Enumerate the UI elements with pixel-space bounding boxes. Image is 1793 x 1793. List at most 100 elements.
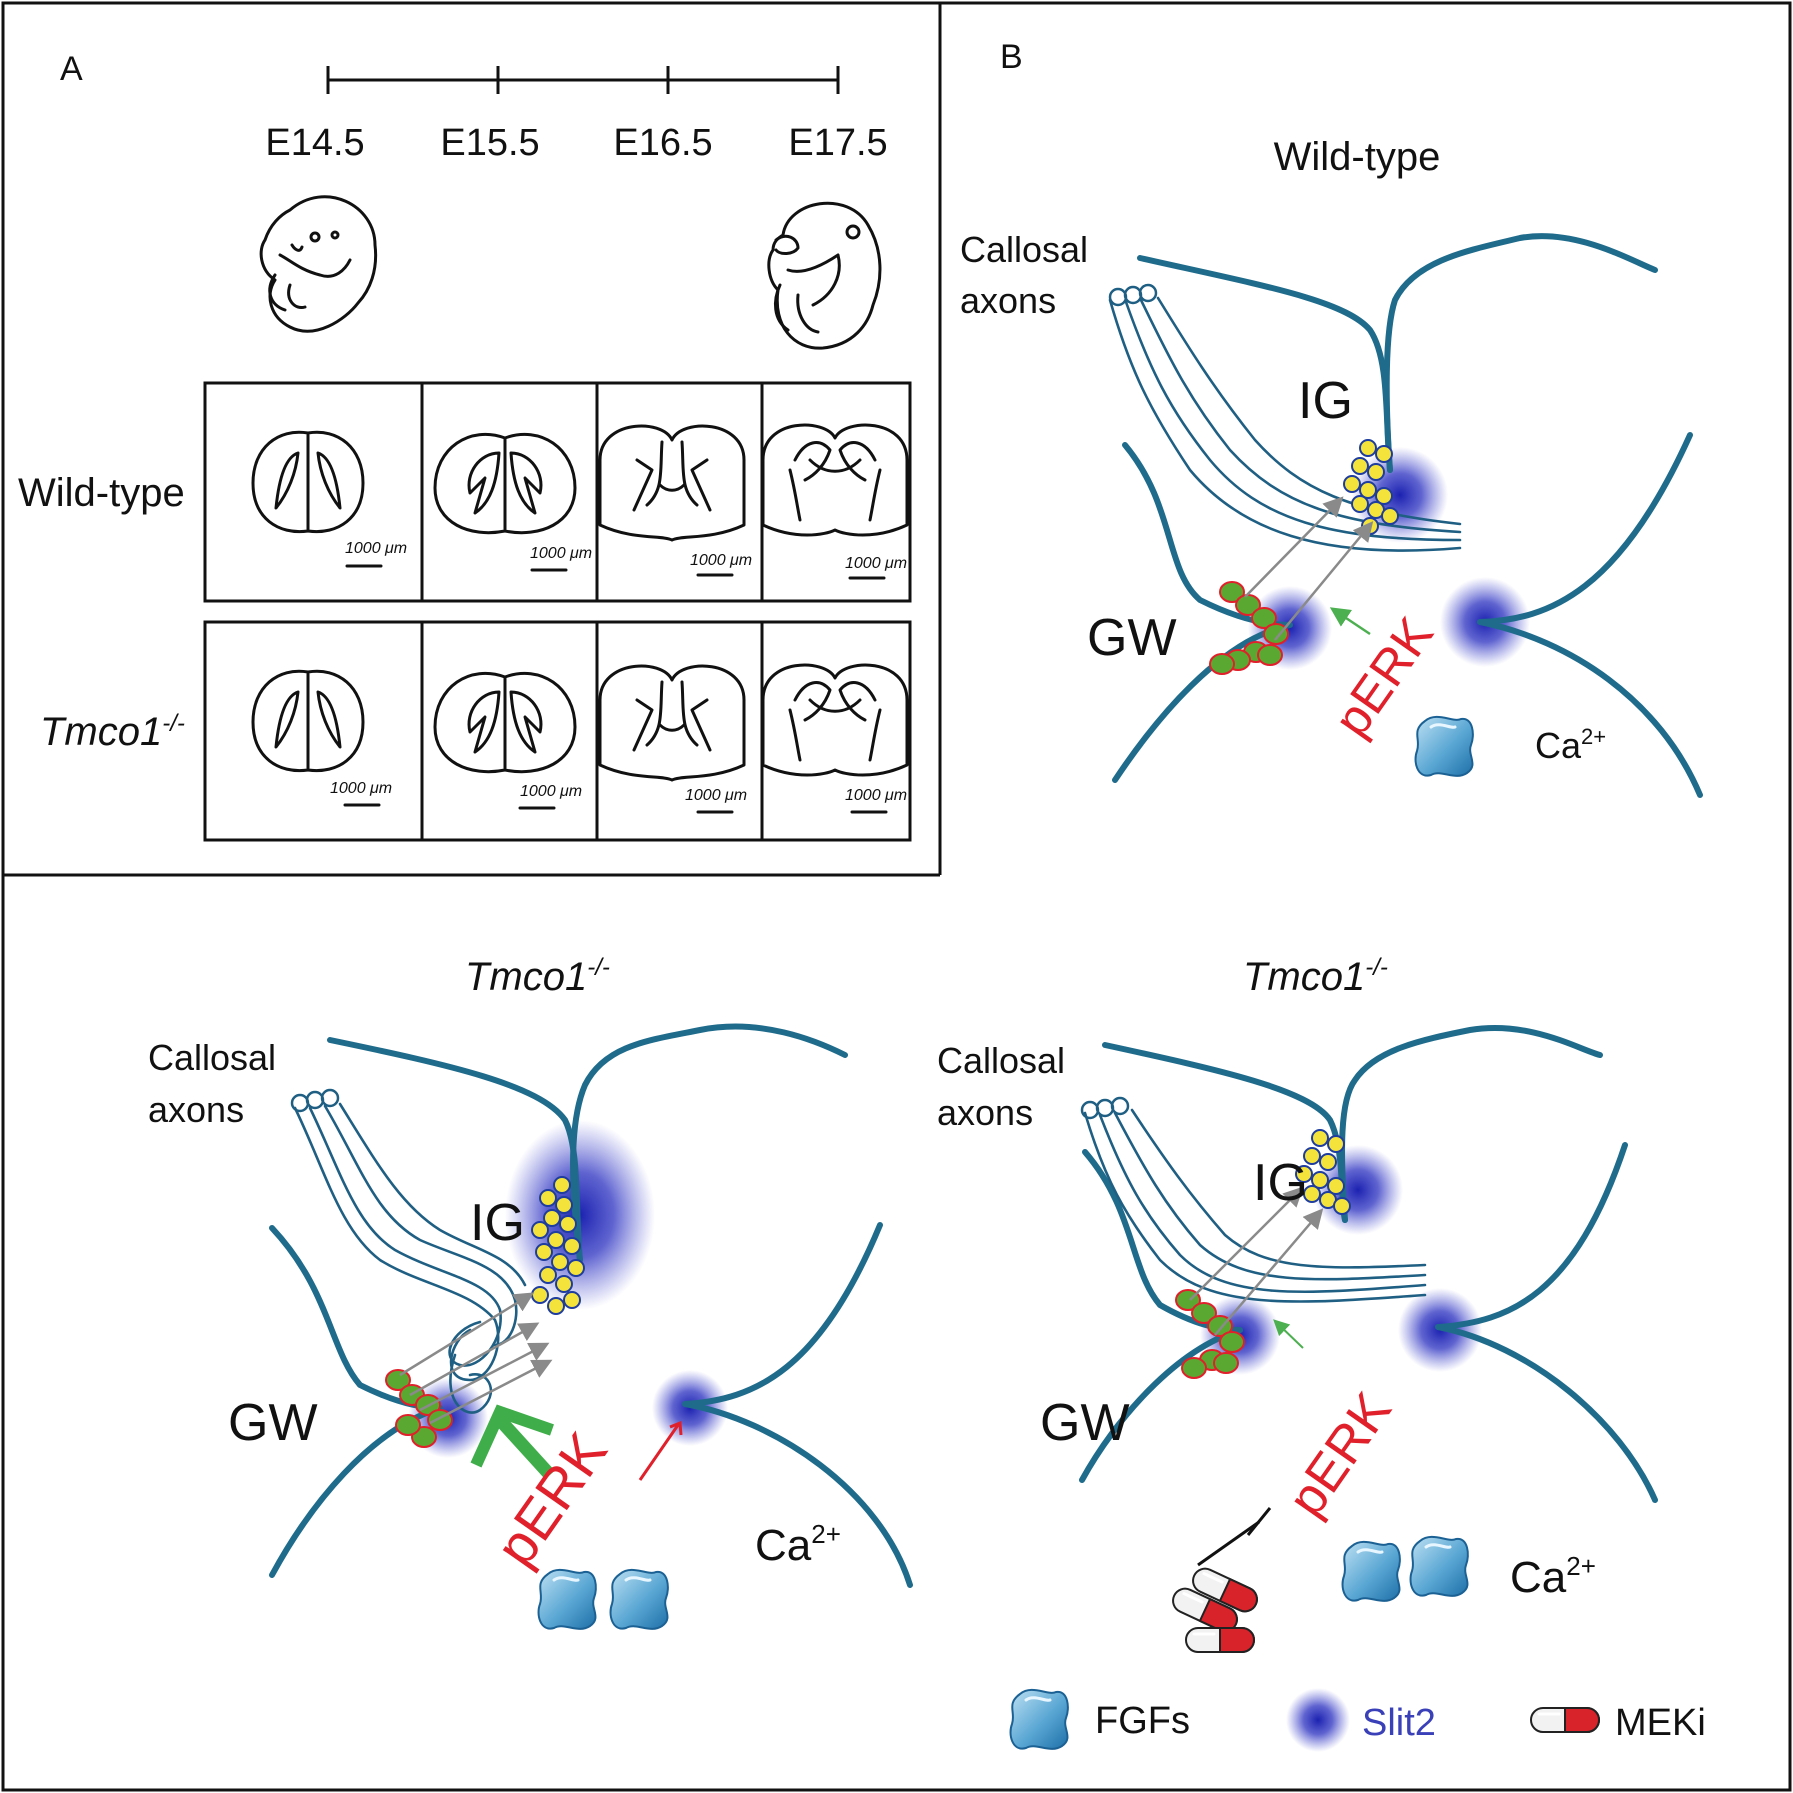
ko-section-e16	[598, 664, 746, 782]
ko-left-migration-arrow-1	[399, 1292, 535, 1377]
ko-right-perk-arrow	[1273, 1319, 1304, 1349]
legend-slit2-icon	[1286, 1688, 1350, 1752]
wildtype-title: Wild-type	[1274, 135, 1441, 179]
ko-right-meki-capsules-icon	[1167, 1563, 1263, 1654]
ko-right-migration-arrow-2	[1214, 1208, 1324, 1336]
scale-text-wt-4: 1000 μm	[845, 555, 907, 572]
ko-left-gw-text: GW	[228, 1394, 318, 1452]
ko-row-frame	[203, 620, 912, 842]
ko-left-title-main: Tmco1	[465, 955, 587, 999]
row-label-ko-sup: -/-	[162, 710, 185, 737]
ko-right-fgf-icon-2	[1409, 1535, 1470, 1598]
scale-text-wt-1: 1000 μm	[345, 540, 407, 557]
ko-left-axon-bundle	[290, 1088, 527, 1414]
ko-left-ig-text: IG	[470, 1194, 525, 1252]
ko-right-ca-sup: 2+	[1566, 1551, 1596, 1581]
wt-callosal-label: Callosal	[960, 229, 1088, 270]
ko-left-perk-text: pERK	[483, 1421, 619, 1577]
embryo-e17-icon	[767, 201, 882, 350]
wt-migration-arrow-2	[1274, 521, 1374, 641]
schematic-ko-right: Tmco1-/- Callosal axons	[937, 954, 1658, 1654]
ko-right-fgf-icon-1	[1341, 1540, 1402, 1603]
panel-b-label: B	[1000, 38, 1023, 76]
ko-right-ca-main: Ca	[1510, 1553, 1567, 1602]
wt-section-e17	[761, 423, 909, 537]
wt-ig-text: IG	[1298, 372, 1353, 430]
wt-migration-arrow-1	[1244, 496, 1344, 598]
scale-text-wt-3: 1000 μm	[690, 552, 752, 569]
ko-right-inhibit-bar	[1246, 1507, 1272, 1536]
ko-left-fgf-icon-2	[609, 1568, 670, 1631]
wt-ca-main: Ca	[1535, 725, 1582, 766]
ko-right-slit2-glow-ig	[1313, 1145, 1403, 1235]
ko-left-midline-right	[570, 1023, 848, 1263]
stage-label-e15: E15.5	[440, 122, 539, 164]
ko-left-perk-up-arrow	[638, 1420, 683, 1481]
ko-left-callosal-label: Callosal	[148, 1037, 276, 1078]
ko-left-title: Tmco1-/-	[465, 954, 610, 999]
ko-left-migration-arrow-4	[429, 1359, 553, 1425]
ko-left-fgf-icon-1	[537, 1568, 598, 1631]
ko-scalebars: 1000 μm 1000 μm 1000 μm 1000 μm	[330, 780, 907, 814]
ko-right-perk-text: pERK	[1277, 1382, 1403, 1527]
ko-right-ca-text: Ca2+	[1510, 1551, 1596, 1602]
ko-right-title: Tmco1-/-	[1243, 954, 1388, 999]
ko-right-inhibit-line	[1197, 1520, 1260, 1567]
wt-fgf-icon	[1414, 715, 1475, 778]
row-label-ko: Tmco1-/-	[40, 710, 185, 754]
ko-right-axons-label: axons	[937, 1092, 1033, 1133]
wt-midline-right	[1383, 233, 1658, 473]
panel-a-label: A	[60, 50, 83, 88]
legend-slit2-label: Slit2	[1362, 1702, 1436, 1744]
ko-right-title-main: Tmco1	[1243, 955, 1365, 999]
wt-section-e15	[433, 432, 577, 535]
ko-left-perk-arrow-shaft	[495, 1415, 555, 1480]
ko-section-e17	[761, 663, 909, 777]
stage-label-e14: E14.5	[265, 122, 364, 164]
wt-gw-right	[1477, 432, 1703, 798]
wt-midline-left	[1137, 255, 1393, 473]
scale-text-ko-4: 1000 μm	[845, 787, 907, 804]
wt-section-e14	[251, 430, 365, 534]
ko-right-gw-right	[1435, 1142, 1658, 1503]
row-label-wildtype: Wild-type	[18, 471, 185, 515]
ko-left-migration-arrow-2	[409, 1322, 540, 1397]
scale-text-ko-1: 1000 μm	[330, 780, 392, 797]
ko-left-perk-arrow-head	[470, 1404, 554, 1468]
stage-label-e17: E17.5	[788, 122, 887, 164]
ko-right-migration-arrow-1	[1189, 1186, 1304, 1301]
row-label-ko-main: Tmco1	[40, 710, 162, 754]
ko-left-migration-arrow-3	[419, 1342, 550, 1412]
stage-label-e16: E16.5	[613, 122, 712, 164]
legend-meki-label: MEKi	[1615, 1702, 1706, 1744]
section-grid: Wild-type Tmco1-/- 1000 μm 1000 μm 1000 …	[18, 381, 912, 842]
panel-a: A E14.5 E15.5 E16.5 E17.5	[18, 50, 912, 842]
wt-ca-text: Ca2+	[1535, 724, 1606, 766]
ko-left-slit2-glow-right	[652, 1370, 728, 1446]
scale-text-wt-2: 1000 μm	[530, 545, 592, 562]
ko-right-axon-bundle	[1080, 1096, 1427, 1303]
ko-left-ca-main: Ca	[755, 1521, 812, 1570]
wt-section-e16	[598, 424, 746, 542]
panel-a-frame	[3, 3, 942, 877]
embryo-e14-icon	[259, 195, 378, 333]
ko-left-ca-sup: 2+	[811, 1519, 841, 1549]
legend-meki-icon	[1529, 1706, 1601, 1734]
legend-fgfs-label: FGFs	[1095, 1700, 1190, 1742]
wt-scalebars: 1000 μm 1000 μm 1000 μm 1000 μm	[345, 540, 907, 580]
ko-right-midline-right	[1339, 1025, 1603, 1223]
ko-right-title-sup: -/-	[1365, 954, 1388, 981]
ko-left-title-sup: -/-	[587, 954, 610, 981]
legend: FGFs Slit2 MEKi	[1009, 1688, 1706, 1752]
ko-section-e14	[251, 669, 365, 773]
ko-left-gw-right	[682, 1222, 913, 1588]
wt-axons-label: axons	[960, 280, 1056, 321]
schematic-ko-left: Tmco1-/- Callosal axons	[148, 954, 913, 1631]
wt-gw-text: GW	[1087, 609, 1177, 667]
wildtype-row-frame	[203, 381, 912, 603]
wt-ca-sup: 2+	[1581, 724, 1606, 749]
ko-right-callosal-label: Callosal	[937, 1040, 1065, 1081]
scale-text-ko-2: 1000 μm	[520, 783, 582, 800]
